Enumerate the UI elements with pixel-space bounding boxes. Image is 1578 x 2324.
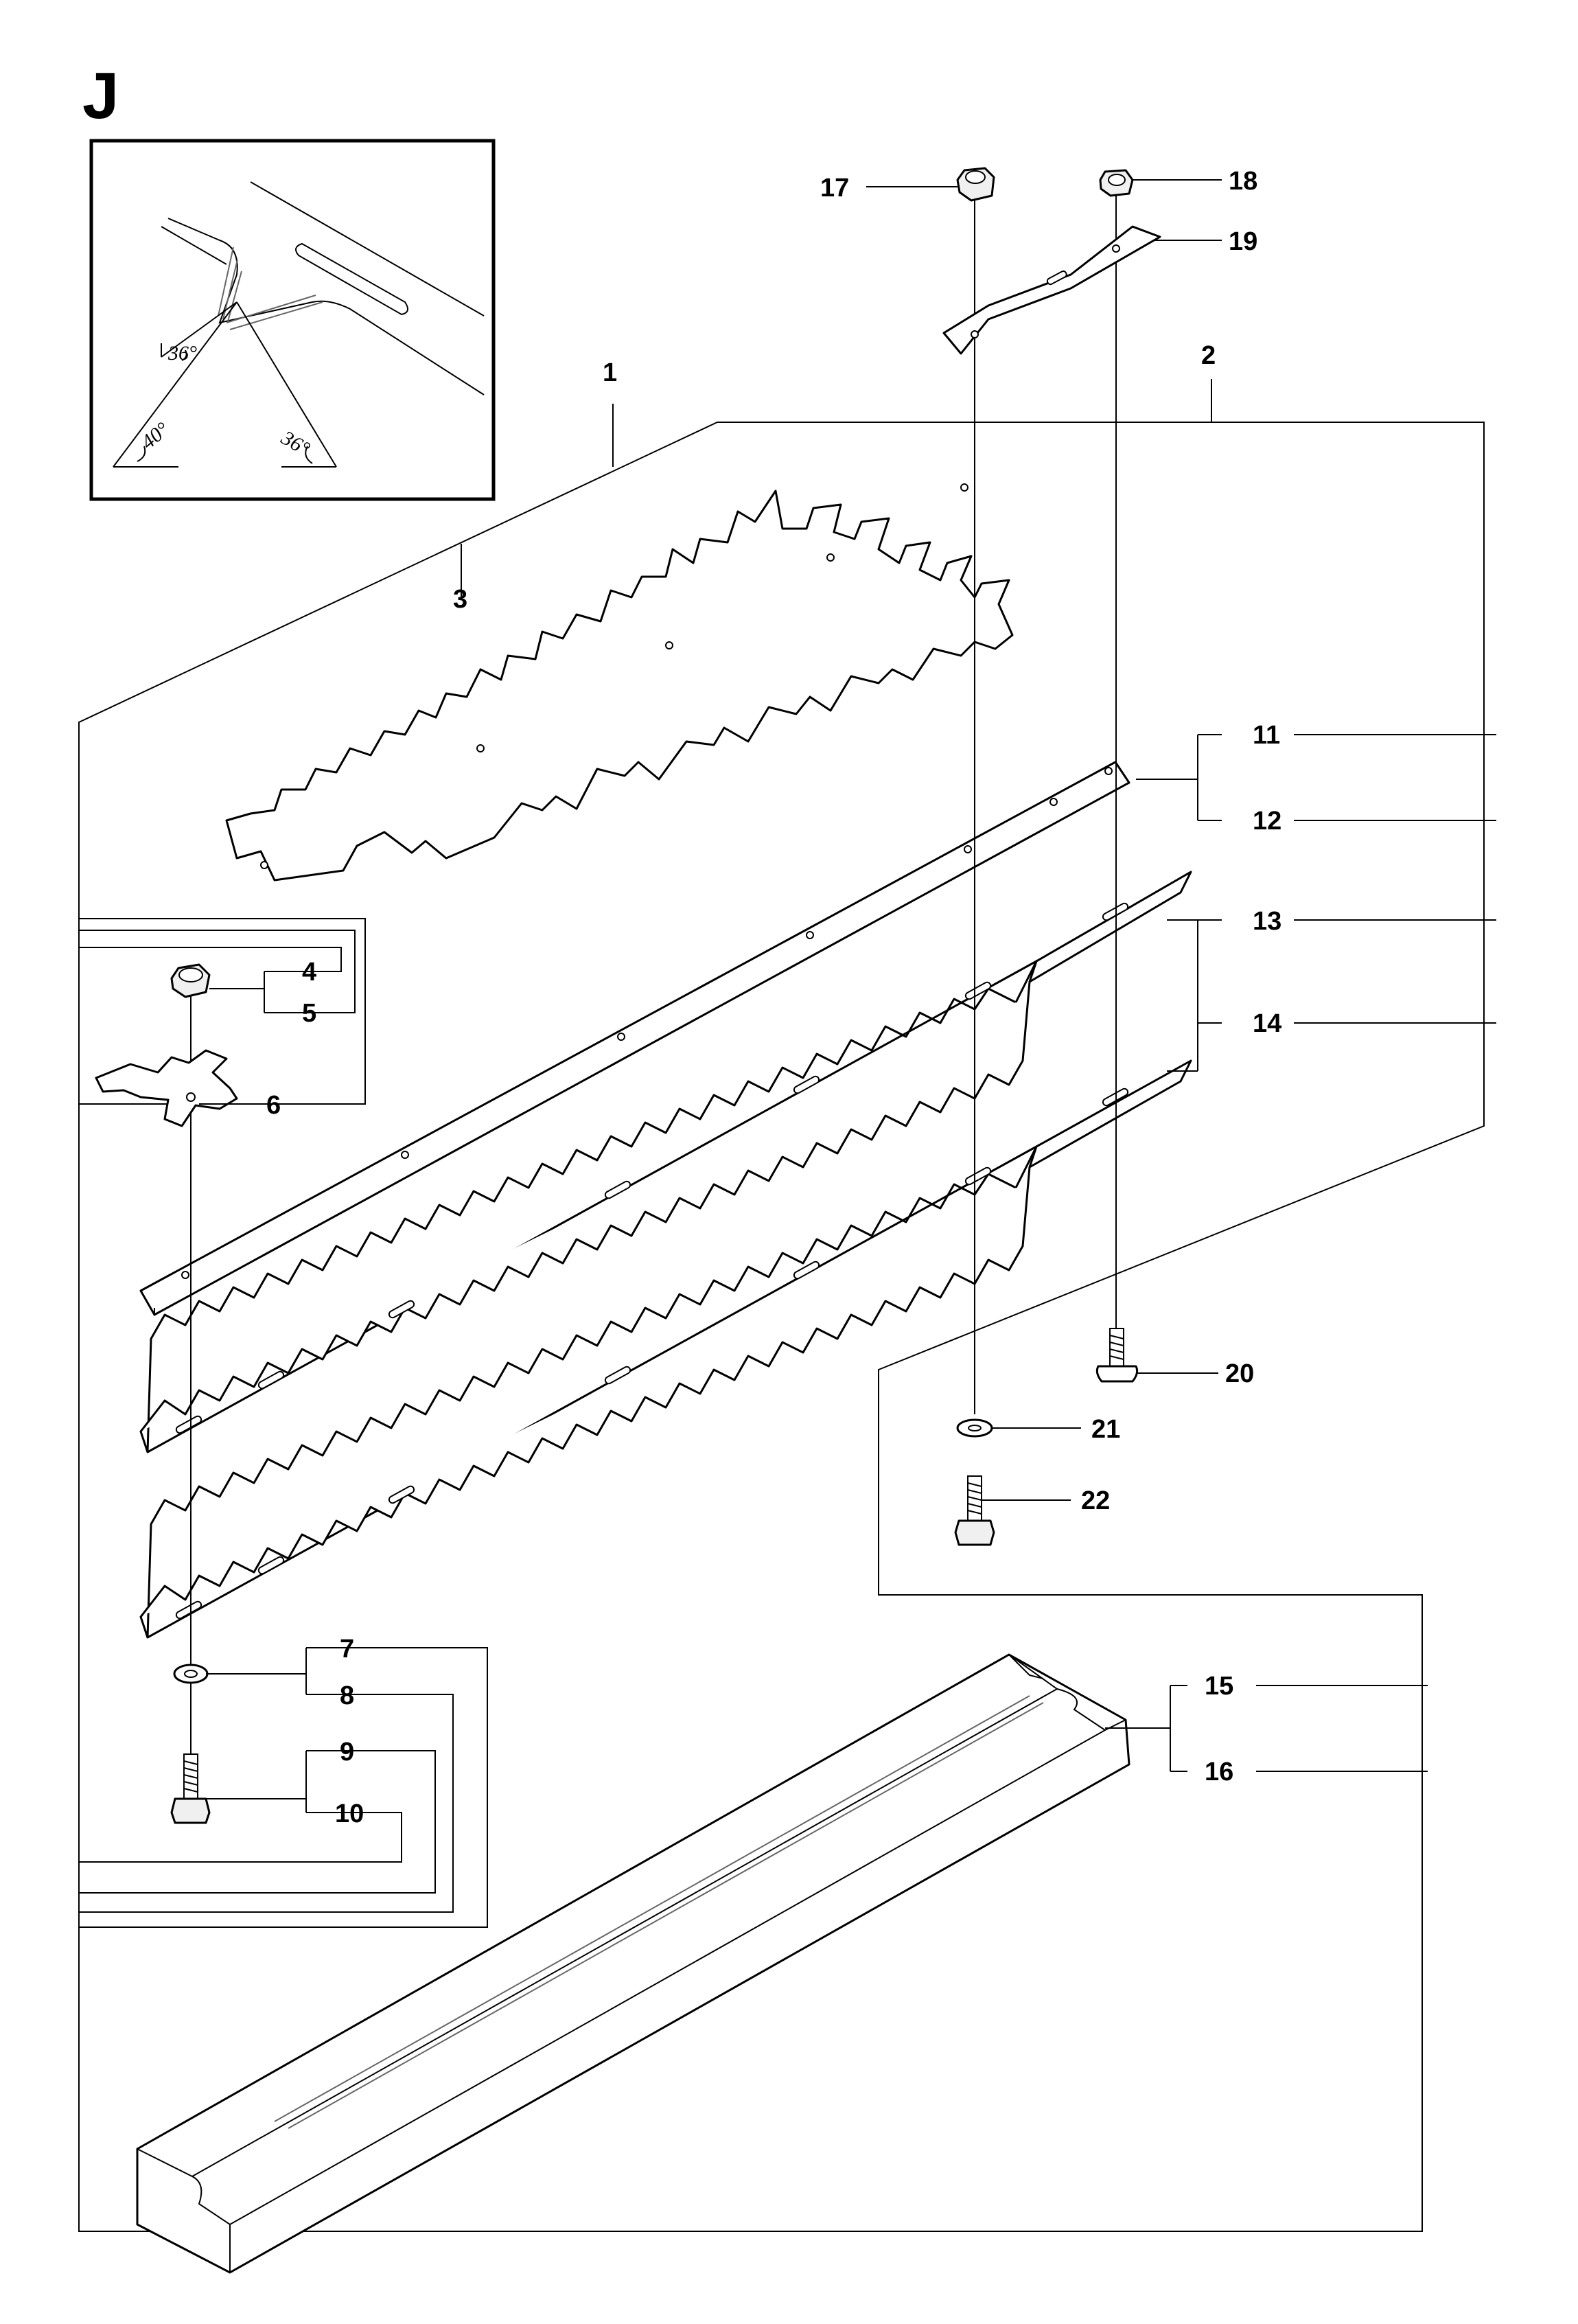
- callout-leaders: [199, 179, 1496, 1813]
- part-4-5-nut: [170, 963, 211, 998]
- part-18-nut: [1099, 169, 1134, 197]
- callout-16: 16: [1205, 1758, 1233, 1786]
- part-20-screw: [1095, 1328, 1139, 1383]
- callout-13: 13: [1253, 907, 1281, 936]
- part-13-cutting-blade: [139, 871, 1192, 1453]
- callout-5: 5: [302, 999, 316, 1028]
- callout-7: 7: [340, 1635, 354, 1664]
- callout-10: 10: [335, 1799, 364, 1828]
- callout-2: 2: [1201, 341, 1216, 370]
- part-11-12-flat-bar: [139, 761, 1130, 1316]
- callout-1: 1: [603, 358, 617, 387]
- callout-17: 17: [820, 174, 849, 203]
- part-14-cutting-blade: [139, 1059, 1192, 1639]
- part-22-bolt: [954, 1475, 995, 1546]
- callout-20: 20: [1225, 1359, 1254, 1388]
- callout-3: 3: [453, 585, 467, 614]
- callout-14: 14: [1253, 1009, 1281, 1038]
- callout-numbers: 1 2 3 4 5 6 7 8 9 10 11 12 13 14 15 16 1…: [266, 167, 1281, 1828]
- callout-12: 12: [1253, 807, 1281, 836]
- part-15-16-blade-cover: [136, 1653, 1130, 2274]
- callout-9: 9: [340, 1738, 354, 1767]
- callout-19: 19: [1229, 227, 1257, 256]
- callout-18: 18: [1229, 167, 1257, 196]
- inset-detail: 36° 40° 36°: [89, 139, 496, 501]
- callout-22: 22: [1081, 1486, 1110, 1515]
- part-21-washer: [956, 1418, 993, 1438]
- part-19-strap: [942, 225, 1161, 355]
- callout-4: 4: [302, 958, 316, 987]
- section-letter: J: [82, 59, 119, 133]
- part-6-clamp-plate: [95, 1049, 238, 1127]
- part-3-blade-guard: [225, 483, 1014, 882]
- callout-6: 6: [266, 1091, 281, 1120]
- part-7-8-washer: [173, 1664, 209, 1684]
- callout-8: 8: [340, 1681, 354, 1710]
- group-outline-1: [78, 422, 1485, 2232]
- angle-label-1: 36°: [167, 342, 197, 365]
- part-9-10-bolt: [170, 1753, 211, 1824]
- part-17-nut: [956, 167, 995, 202]
- callout-15: 15: [1205, 1672, 1233, 1701]
- callout-21: 21: [1091, 1415, 1120, 1444]
- callout-11: 11: [1253, 721, 1280, 750]
